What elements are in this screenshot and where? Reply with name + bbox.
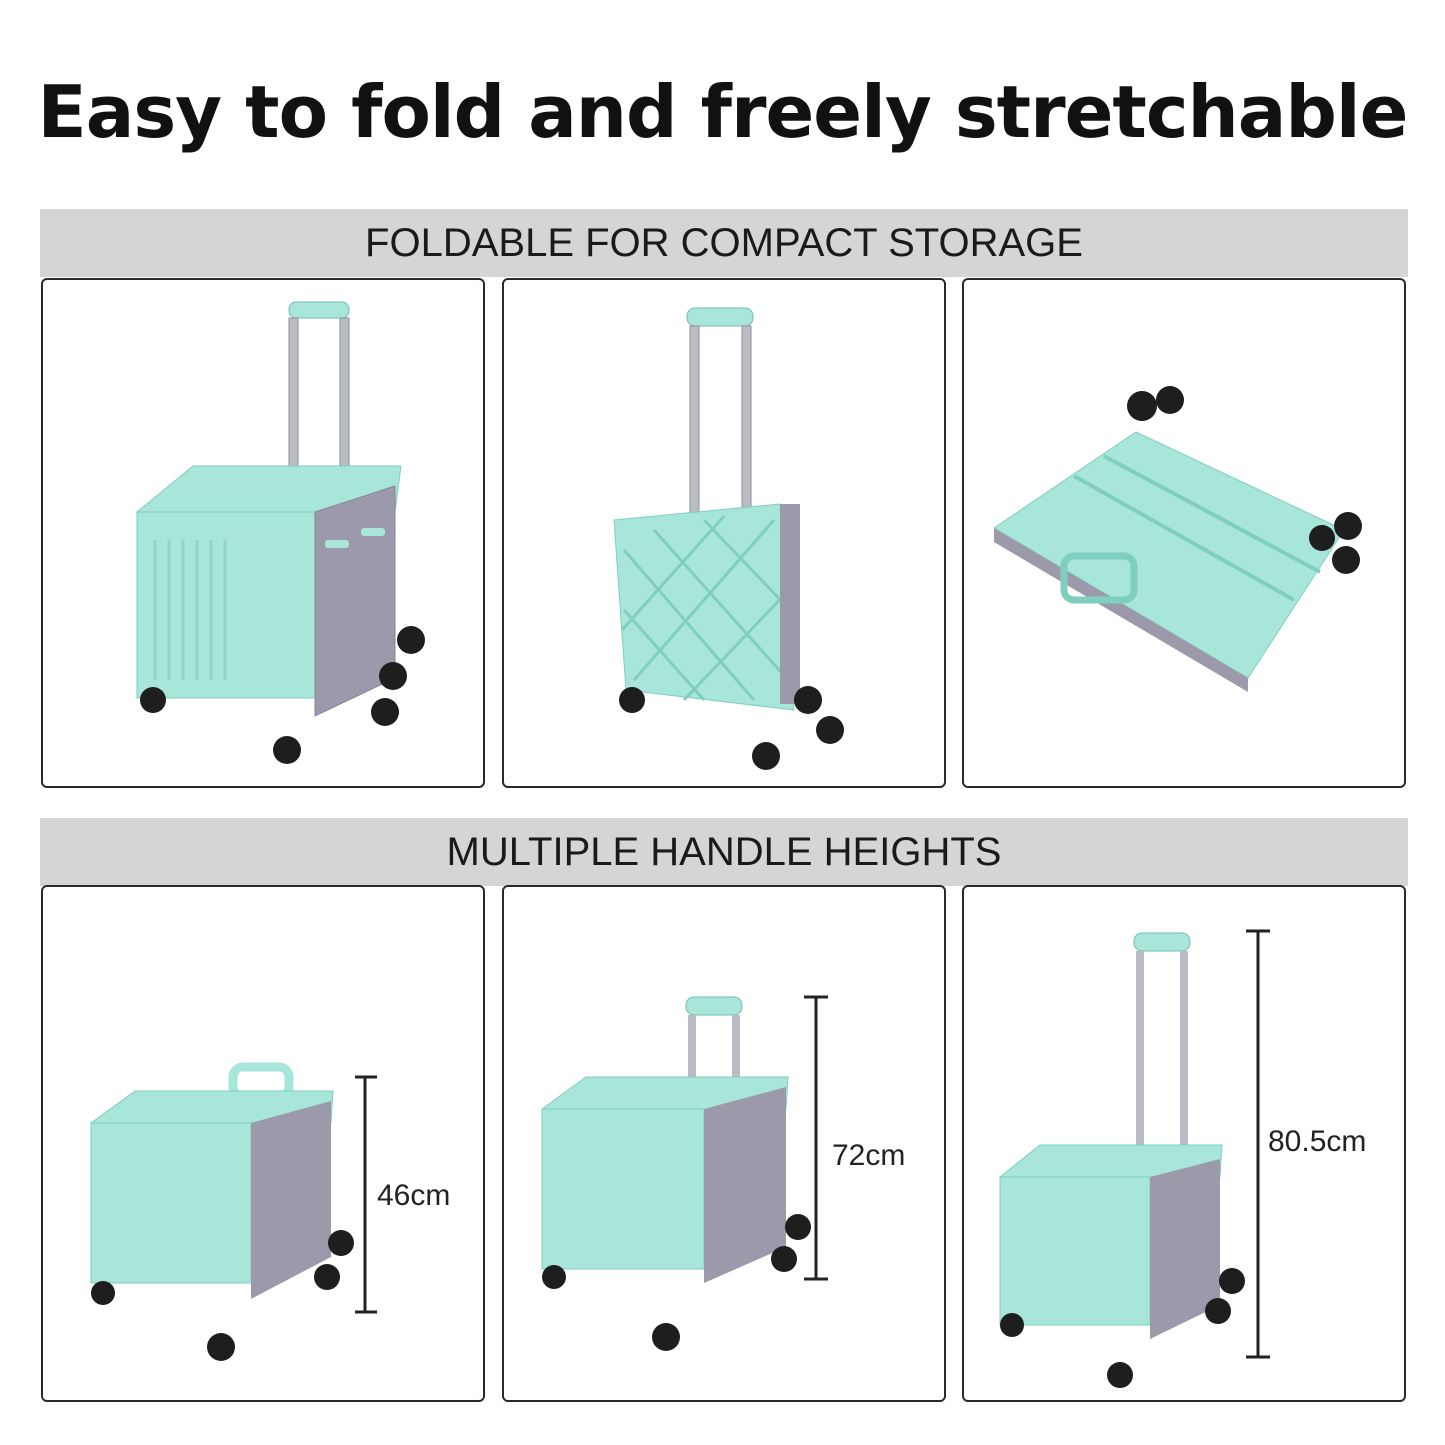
dimension-line-72 bbox=[804, 995, 828, 1281]
headline: Easy to fold and freely stretchable bbox=[37, 70, 1409, 154]
section-banner-handle-heights: MULTIPLE HANDLE HEIGHTS bbox=[40, 818, 1408, 886]
height-label-80-5: 80.5cm bbox=[1268, 1125, 1367, 1158]
dimension-line-46 bbox=[355, 1075, 377, 1314]
dimension-line-80-5 bbox=[1246, 929, 1270, 1359]
cart-illustration bbox=[998, 932, 1245, 1388]
photo-cart-assembled bbox=[41, 278, 485, 788]
section-banner-foldable: FOLDABLE FOR COMPACT STORAGE bbox=[40, 209, 1408, 277]
photo-cart-fully-folded bbox=[962, 278, 1406, 788]
photo-cart-half-folded bbox=[502, 278, 946, 788]
photo-handle-height-46: 46cm bbox=[41, 885, 485, 1402]
cart-illustration bbox=[613, 307, 844, 770]
cart-illustration bbox=[135, 301, 425, 764]
height-label-72: 72cm bbox=[832, 1139, 906, 1172]
cart-illustration bbox=[89, 1062, 354, 1361]
cart-illustration bbox=[540, 996, 811, 1351]
photo-handle-height-72: 72cm bbox=[502, 885, 946, 1402]
height-label-46: 46cm bbox=[377, 1179, 451, 1212]
photo-handle-height-80-5: 80.5cm bbox=[962, 885, 1406, 1402]
cart-illustration bbox=[993, 386, 1362, 692]
